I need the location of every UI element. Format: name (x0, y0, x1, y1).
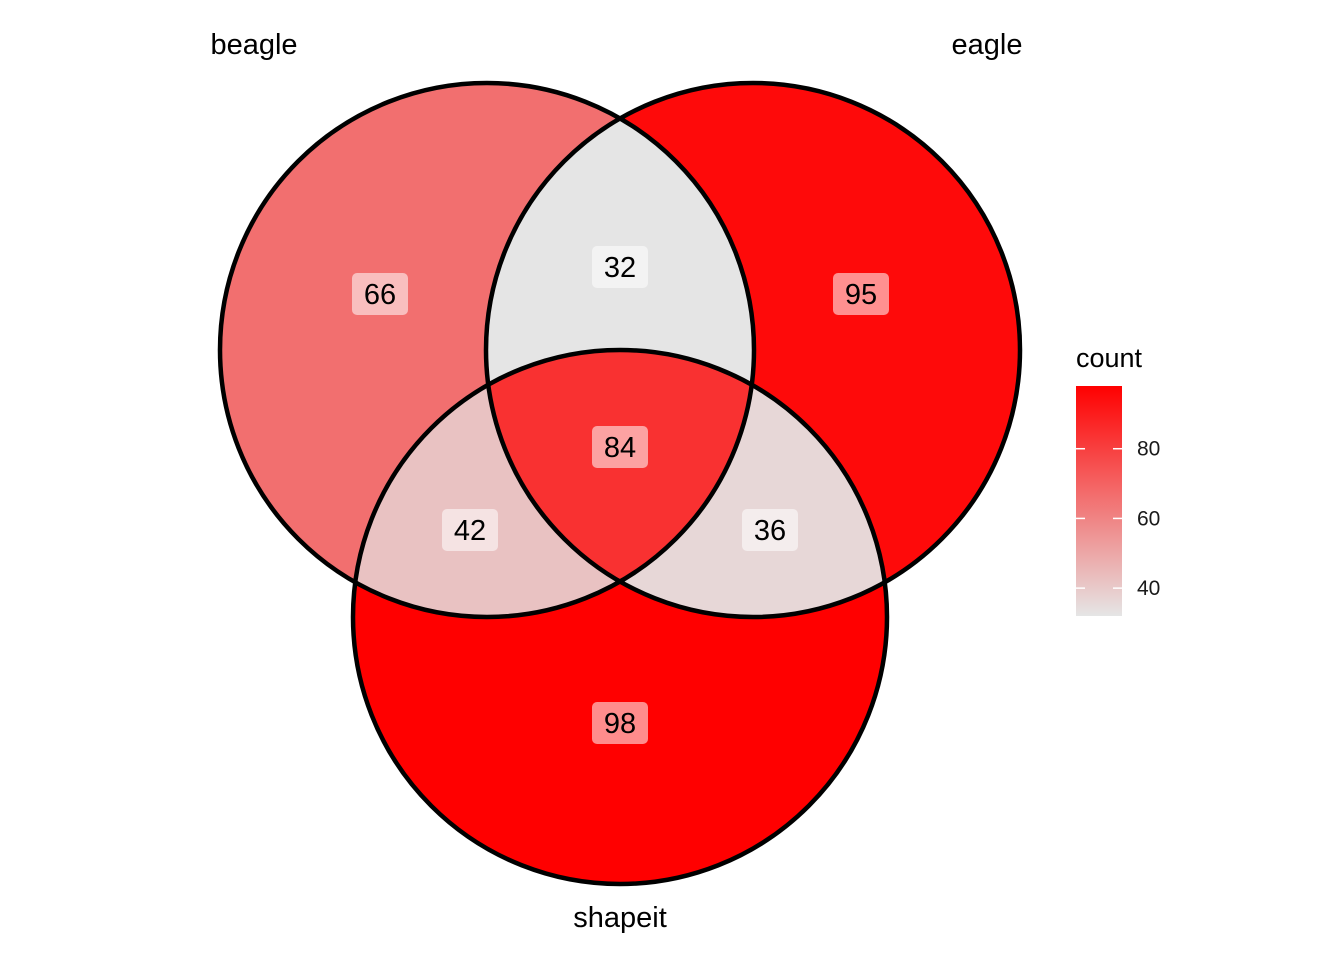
count-label-eagle: 95 (833, 273, 889, 315)
count-label-text: 32 (604, 252, 636, 284)
color-legend: count 40 60 80 (1076, 343, 1160, 616)
count-label-box (833, 273, 889, 315)
legend-title: count (1076, 343, 1143, 373)
count-label-text: 66 (364, 279, 396, 311)
count-label-beagle: 66 (352, 273, 408, 315)
venn-outlines (217, 80, 1023, 887)
count-label-box (442, 509, 498, 551)
count-label-box (352, 273, 408, 315)
count-label-beagle-shapeit: 42 (442, 509, 498, 551)
count-label-box (592, 702, 648, 744)
count-label-shapeit: 98 (592, 702, 648, 744)
region-count-labels: 66 95 98 32 42 36 84 (352, 246, 889, 744)
count-label-beagle-eagle: 32 (592, 246, 648, 288)
count-label-text: 98 (604, 708, 636, 740)
set-label-shapeit: shapeit (573, 902, 667, 934)
count-label-box (592, 426, 648, 468)
legend-tick-label: 80 (1137, 438, 1160, 461)
count-label-text: 84 (604, 432, 636, 464)
circle-outline-eagle (483, 80, 1023, 620)
count-label-box (742, 509, 798, 551)
circle-outline-beagle (217, 80, 757, 620)
circle-outline-shapeit (350, 347, 890, 887)
legend-tick-label: 60 (1137, 507, 1160, 530)
count-label-text: 36 (754, 515, 786, 547)
legend-colorbar (1076, 386, 1122, 616)
legend-tick-label: 40 (1137, 577, 1160, 600)
count-label-box (592, 246, 648, 288)
count-label-text: 42 (454, 515, 486, 547)
legend-ticks: 40 60 80 (1076, 438, 1160, 600)
count-label-text: 95 (845, 279, 877, 311)
set-label-eagle: eagle (952, 29, 1023, 61)
set-label-beagle: beagle (210, 29, 297, 61)
count-label-beagle-eagle-shapeit: 84 (592, 426, 648, 468)
count-label-eagle-shapeit: 36 (742, 509, 798, 551)
